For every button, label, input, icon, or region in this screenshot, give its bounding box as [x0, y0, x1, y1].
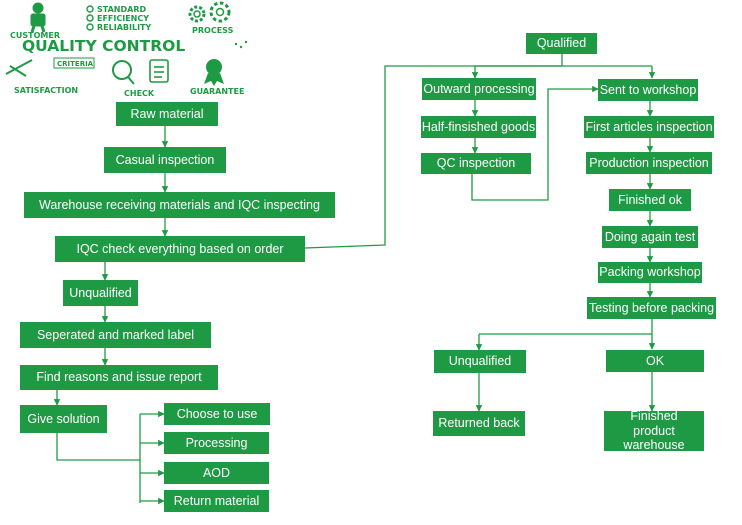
line-qc-to-sent-workshop: [471, 85, 599, 201]
checklist-icon: [86, 5, 94, 31]
logo-word-process: PROCESS: [192, 26, 234, 35]
box-packing-workshop: Packing workshop: [598, 262, 702, 283]
pencil-icon: [5, 59, 33, 77]
box-processing: Processing: [164, 432, 269, 454]
logo-word-reliability: RELIABILITY: [97, 23, 151, 32]
logo-word-customer: CUSTOMER: [10, 31, 60, 40]
logo-word-criteria: CRITERIA: [57, 60, 94, 68]
magnifier-icon: [112, 60, 135, 85]
box-find-reasons: Find reasons and issue report: [20, 365, 218, 390]
box-give-solution: Give solution: [20, 405, 107, 433]
box-outward-processing: Outward processing: [422, 78, 536, 100]
quality-control-logo: CUSTOMER STANDARD EFFICIENCY RELIABILITY…: [5, 1, 248, 98]
box-qualified: Qualified: [526, 33, 597, 54]
logo-word-check: CHECK: [124, 89, 155, 98]
box-doing-again-test: Doing again test: [602, 226, 698, 248]
decorative-sparkles: [234, 40, 248, 49]
box-separated-label: Seperated and marked label: [20, 322, 211, 348]
box-aod: AOD: [164, 462, 269, 484]
box-unqualified-right: Unqualified: [434, 350, 526, 373]
box-half-finished: Half-finsished goods: [421, 116, 536, 138]
logo-word-standard: STANDARD: [97, 5, 146, 14]
box-production-inspection: Production inspection: [586, 152, 712, 174]
box-returned-back: Returned back: [433, 411, 525, 436]
box-finished-product-warehouse: Finished product warehouse: [604, 409, 704, 452]
award-ribbon-icon: [204, 59, 224, 86]
box-casual-inspection: Casual inspection: [104, 147, 226, 173]
box-choose-to-use: Choose to use: [164, 403, 270, 425]
box-qc-inspection: QC inspection: [421, 153, 531, 174]
box-first-articles: First articles inspection: [584, 116, 714, 138]
box-finished-ok: Finished ok: [609, 189, 691, 211]
box-ok: OK: [606, 350, 704, 372]
box-warehouse-iqc: Warehouse receiving materials and IQC in…: [24, 192, 335, 218]
customer-person-icon: [30, 2, 46, 33]
box-raw-material: Raw material: [116, 102, 218, 126]
criteria-badge: CRITERIA: [53, 57, 95, 69]
logo-word-satisfaction: SATISFACTION: [14, 86, 78, 95]
logo-word-efficiency: EFFICIENCY: [97, 14, 149, 23]
logo-word-guarantee: GUARANTEE: [190, 87, 244, 96]
gears-icon: [188, 1, 231, 23]
box-iqc-check: IQC check everything based on order: [55, 236, 305, 262]
box-sent-to-workshop: Sent to workshop: [598, 79, 698, 101]
line-iqc-to-qualified: [304, 54, 563, 249]
box-return-material: Return material: [164, 490, 269, 512]
clipboard-icon: [149, 59, 169, 83]
box-testing-before-packing: Testing before packing: [587, 297, 716, 319]
line-solution-branch: [56, 433, 140, 461]
box-unqualified-left: Unqualified: [63, 280, 138, 306]
logo-title: QUALITY CONTROL: [22, 37, 185, 55]
